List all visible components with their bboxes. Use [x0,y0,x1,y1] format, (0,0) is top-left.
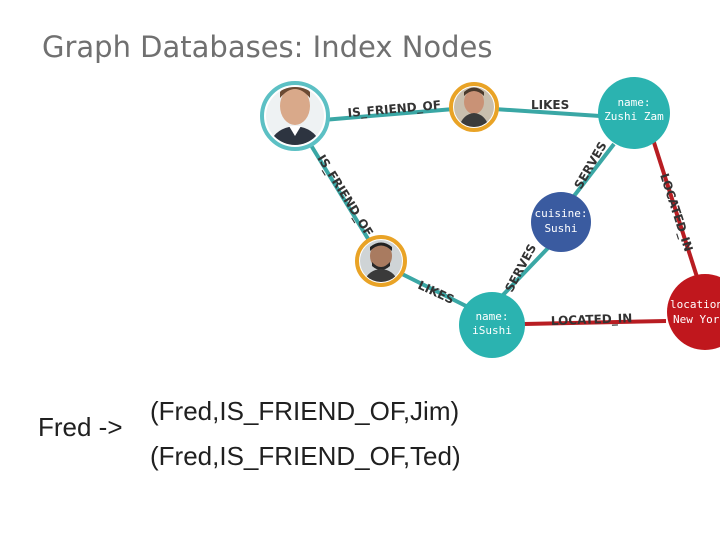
node-fred[interactable] [260,80,330,151]
edge-zushi-location [648,129,699,278]
node-zushi-zam[interactable]: name: Zushi Zam [598,77,670,149]
node-location-line-2: New York [673,313,720,326]
node-isushi[interactable]: name: iSushi [459,292,525,358]
edge-label-zushi-cuisine: SERVES [571,139,609,191]
node-isushi-line-2: iSushi [472,324,512,337]
person-photo-icon [454,87,494,127]
node-cuisine-line-2: Sushi [544,222,577,235]
edge-isushi-location [523,319,667,326]
node-ted[interactable] [355,235,407,287]
index-entry: (Fred,IS_FRIEND_OF,Jim) [150,396,460,426]
edge-label-zushi-location: LOCATED_IN [656,172,695,254]
node-zushi-line-1: name: [617,96,650,109]
edge-fred-jim [322,107,455,122]
edge-label-isushi-cuisine: SERVES [502,242,539,295]
edge-label-jim-zushi: LIKES [531,98,569,112]
index-entry: (Fred,IS_FRIEND_OF,Ted) [150,441,461,471]
edge-label-fred-ted: IS_FRIEND_OF [314,152,376,239]
node-cuisine-sushi[interactable]: cuisine: Sushi [531,192,591,252]
node-location-new-york[interactable]: location New York [667,274,720,350]
slide-title: Graph Databases: Index Nodes [42,30,493,64]
person-photo-icon [360,240,402,282]
index-key: Fred -> [38,412,123,442]
edge-label-isushi-location: LOCATED_IN [551,311,633,329]
edge-jim-zushi [493,107,601,118]
node-jim[interactable] [449,82,499,132]
edge-zushi-cuisine [572,142,616,198]
edge-ted-isushi [399,271,469,309]
edge-fred-ted [307,140,372,244]
node-cuisine-line-1: cuisine: [535,207,588,220]
edge-label-fred-jim: IS_FRIEND_OF [347,98,442,121]
node-zushi-line-2: Zushi Zam [604,110,664,123]
node-location-line-1: location [670,298,720,311]
node-isushi-line-1: name: [475,310,508,323]
edge-isushi-cuisine [500,246,550,298]
edge-label-ted-isushi: LIKES [416,278,457,307]
